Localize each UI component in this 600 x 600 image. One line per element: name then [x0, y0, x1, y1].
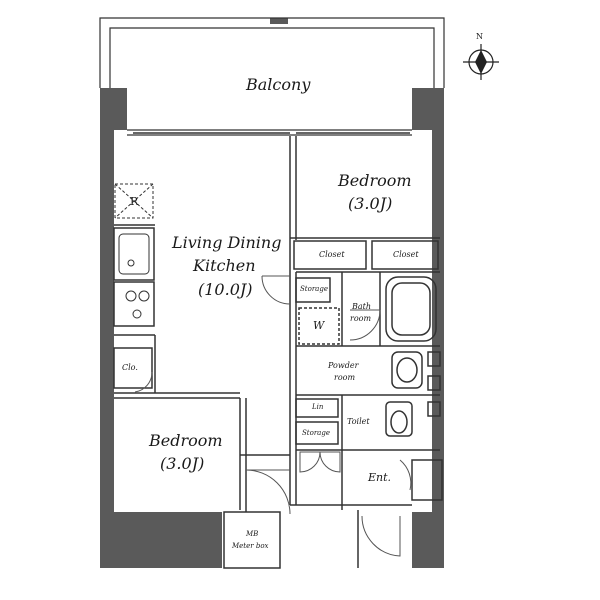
interior-walls [113, 132, 443, 569]
compass-icon [463, 44, 499, 80]
meter-box-label-line2: Meter box [232, 542, 269, 550]
clo-label: Clo. [122, 363, 138, 372]
toilet-label: Toilet [347, 417, 370, 426]
washer-label: W [313, 319, 325, 332]
lin-label: Lin [312, 403, 324, 411]
ldk-label-line1: Living Dining [172, 233, 282, 252]
storage-upper-label: Storage [300, 285, 328, 293]
bedroom-top-area: (3.0J) [348, 194, 393, 213]
closet-left-label: Closet [319, 250, 345, 259]
meter-box-label-line1: MB [246, 530, 259, 538]
balcony-label: Balcony [246, 75, 311, 94]
bedroom-bottom-area: (3.0J) [160, 454, 205, 473]
door-swings [134, 275, 412, 557]
ldk-label-line2: Kitchen [193, 256, 256, 275]
bedroom-bottom-label: Bedroom [149, 431, 223, 450]
bath-label-line2: room [350, 314, 372, 323]
bath-label-line1: Bath [352, 302, 372, 311]
entrance-label: Ent. [368, 471, 392, 484]
balcony-outline [99, 17, 445, 136]
powder-label-line1: Powder [328, 361, 359, 370]
storage-lower-label: Storage [302, 429, 330, 437]
bedroom-top-label: Bedroom [338, 171, 412, 190]
ldk-area: (10.0J) [198, 280, 253, 299]
fridge-label: R [130, 195, 139, 208]
structural-walls [100, 18, 444, 568]
fridge-box [114, 183, 154, 219]
kitchen-fixtures [118, 233, 150, 319]
closet-right-label: Closet [393, 250, 419, 259]
powder-label-line2: room [334, 373, 356, 382]
compass-north-label: N [476, 32, 483, 41]
